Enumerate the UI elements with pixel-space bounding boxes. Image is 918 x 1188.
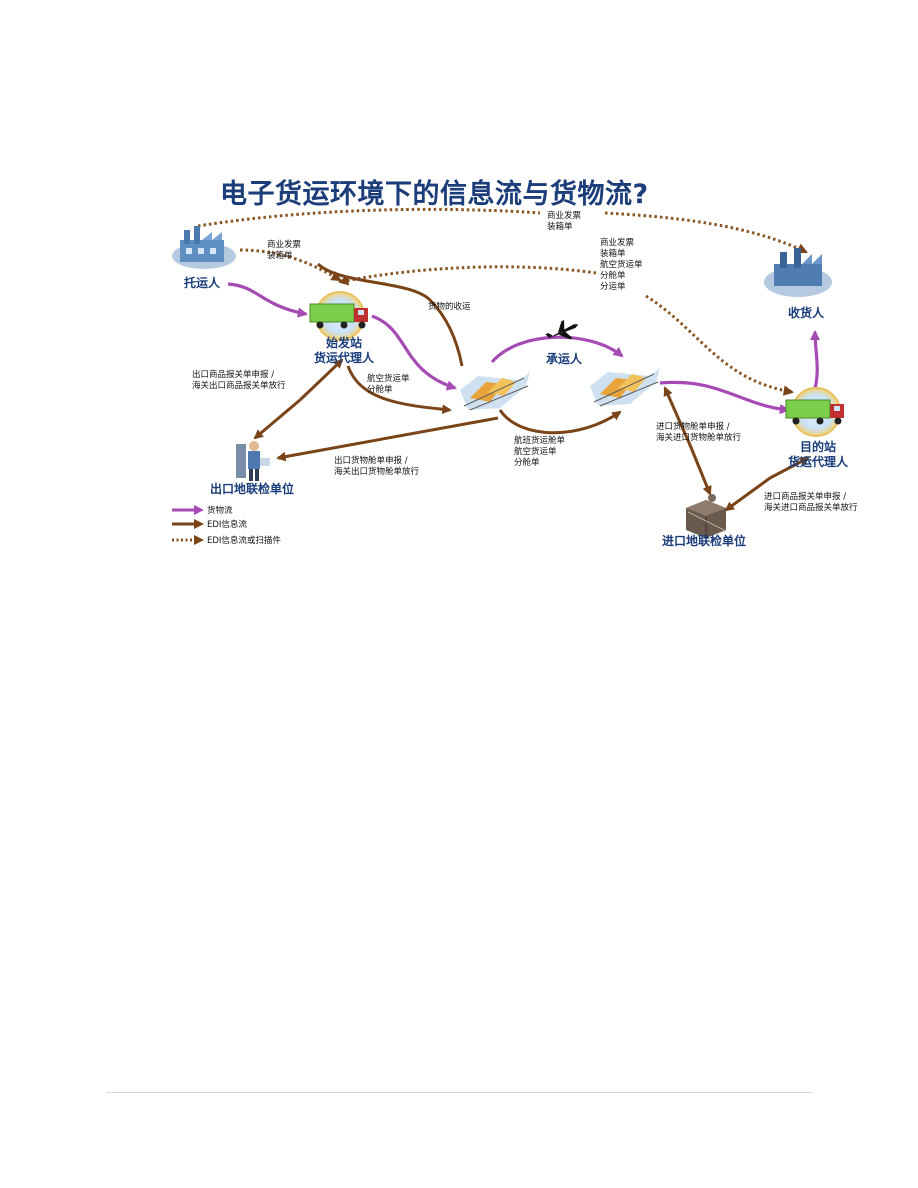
factory-icon bbox=[172, 226, 236, 269]
legend-edi-swatch bbox=[172, 519, 204, 529]
dotted-arrow-carrier-to-dest bbox=[645, 294, 795, 396]
dotted-arrow-shipper-to-consignee bbox=[197, 207, 541, 228]
note-line: 进口商品报关单申报 / bbox=[764, 492, 847, 502]
carrier-label: 承运人 bbox=[546, 352, 583, 366]
airport-icon bbox=[590, 368, 660, 407]
dest-agent-label: 目的站 货运代理人 bbox=[788, 440, 848, 470]
inspector-icon bbox=[236, 441, 270, 481]
note-line: 商业发票 bbox=[547, 211, 582, 221]
legend-label: EDI信息流或扫描件 bbox=[207, 536, 281, 546]
shipper-label: 托运人 bbox=[184, 276, 221, 290]
note-line: 海关进口货物舱单放行 bbox=[656, 433, 742, 443]
note-line: 分运单 bbox=[600, 282, 626, 292]
goods-arrow-dest-to-consignee bbox=[809, 329, 821, 389]
note-origin-to-carrier: 航空货运单 分舱单 bbox=[367, 374, 410, 396]
dotted-arrow-carrier-to-origin bbox=[337, 265, 597, 286]
factory-icon bbox=[764, 248, 832, 297]
note-cargo-receipt: 货物的收运 bbox=[428, 302, 471, 312]
note-line: 商业发票 bbox=[267, 240, 302, 250]
airport-icon bbox=[460, 372, 530, 411]
legend-label: EDI信息流 bbox=[207, 520, 247, 530]
edi-arrow-cargo-receipt bbox=[316, 262, 464, 367]
note-top-docs: 商业发票 装箱单 bbox=[547, 211, 581, 233]
note-line: 海关出口货物舱单放行 bbox=[334, 467, 420, 477]
airplane-icon bbox=[545, 319, 579, 340]
note-line: 分舱单 bbox=[514, 458, 540, 468]
goods-arrow-carrier-to-dest bbox=[659, 380, 791, 415]
edi-arrow-import-decl-up bbox=[769, 456, 810, 480]
legend-dotted-swatch bbox=[172, 535, 204, 545]
edi-arrow-origin-to-airport bbox=[346, 365, 452, 415]
edi-arrow-flight-docs bbox=[498, 409, 622, 435]
edi-arrow-origin-to-export bbox=[253, 398, 301, 440]
legend-label: 货物流 bbox=[207, 506, 233, 516]
cargo-box-icon bbox=[686, 494, 726, 538]
goods-arrow-airport-to-carrier bbox=[490, 335, 624, 364]
note-line: 分舱单 bbox=[367, 385, 393, 395]
truck-icon bbox=[309, 291, 368, 341]
dotted-arrow-shipper-to-consignee-b bbox=[604, 211, 808, 254]
note-line: 装箱单 bbox=[547, 222, 573, 232]
consignee-label: 收货人 bbox=[788, 306, 825, 320]
note-import-declaration: 进口商品报关单申报 / 海关进口商品报关单放行 bbox=[764, 492, 858, 514]
note-line: 装箱单 bbox=[267, 251, 293, 261]
note-line: 海关出口商品报关单放行 bbox=[192, 381, 286, 391]
note-line: 出口货物舱单申报 / bbox=[334, 456, 408, 466]
note-flight-docs: 航班货运舱单 航空货运单 分舱单 bbox=[514, 436, 565, 469]
goods-arrow-shipper-to-origin bbox=[227, 282, 309, 318]
note-line: 航空货运单 bbox=[367, 374, 410, 384]
note-line: 分舱单 bbox=[600, 271, 626, 281]
note-line: 航空货运单 bbox=[514, 447, 557, 457]
origin-agent-line1: 始发站 bbox=[325, 336, 362, 350]
note-import-manifest: 进口货物舱单申报 / 海关进口货物舱单放行 bbox=[656, 422, 741, 444]
edi-arrow-import-to-dest bbox=[663, 386, 692, 446]
edi-arrow-import-decl-down bbox=[724, 476, 771, 512]
origin-agent-label: 始发站 货运代理人 bbox=[312, 336, 376, 366]
note-export-declaration: 出口商品报关单申报 / 海关出口商品报关单放行 bbox=[192, 370, 286, 392]
truck-icon bbox=[785, 387, 844, 437]
goods-arrow-origin-to-airport bbox=[371, 314, 457, 391]
export-inspection-label: 出口地联检单位 bbox=[210, 482, 295, 496]
note-line: 进口货物舱单申报 / bbox=[656, 422, 730, 432]
origin-agent-line2: 货运代理人 bbox=[313, 351, 374, 365]
note-line: 航空货运单 bbox=[600, 260, 643, 270]
edi-arrow-airport-to-export bbox=[276, 416, 499, 462]
edi-arrow-dest-to-import bbox=[688, 444, 712, 496]
note-line: 航班货运舱单 bbox=[514, 436, 566, 446]
page-title: 电子货运环境下的信息流与货物流? bbox=[220, 179, 649, 210]
note-line: 商业发票 bbox=[600, 238, 635, 248]
note-line: 海关进口商品报关单放行 bbox=[764, 503, 858, 513]
footer-divider bbox=[106, 1092, 812, 1093]
note-line: 出口商品报关单申报 / bbox=[192, 370, 275, 380]
legend-goods-swatch bbox=[172, 505, 204, 515]
note-export-manifest: 出口货物舱单申报 / 海关出口货物舱单放行 bbox=[334, 456, 419, 478]
note-line: 装箱单 bbox=[600, 249, 626, 259]
import-inspection-label: 进口地联检单位 bbox=[662, 534, 747, 548]
dest-agent-line2: 货运代理人 bbox=[788, 455, 849, 469]
dotted-arrow-shipper-to-cargo bbox=[239, 248, 342, 282]
edi-arrow-export-to-origin bbox=[298, 358, 344, 402]
note-carrier-docs: 商业发票 装箱单 航空货运单 分舱单 分运单 bbox=[600, 238, 643, 293]
note-shipper-docs: 商业发票 装箱单 bbox=[267, 240, 301, 262]
dest-agent-line1: 目的站 bbox=[799, 440, 836, 454]
